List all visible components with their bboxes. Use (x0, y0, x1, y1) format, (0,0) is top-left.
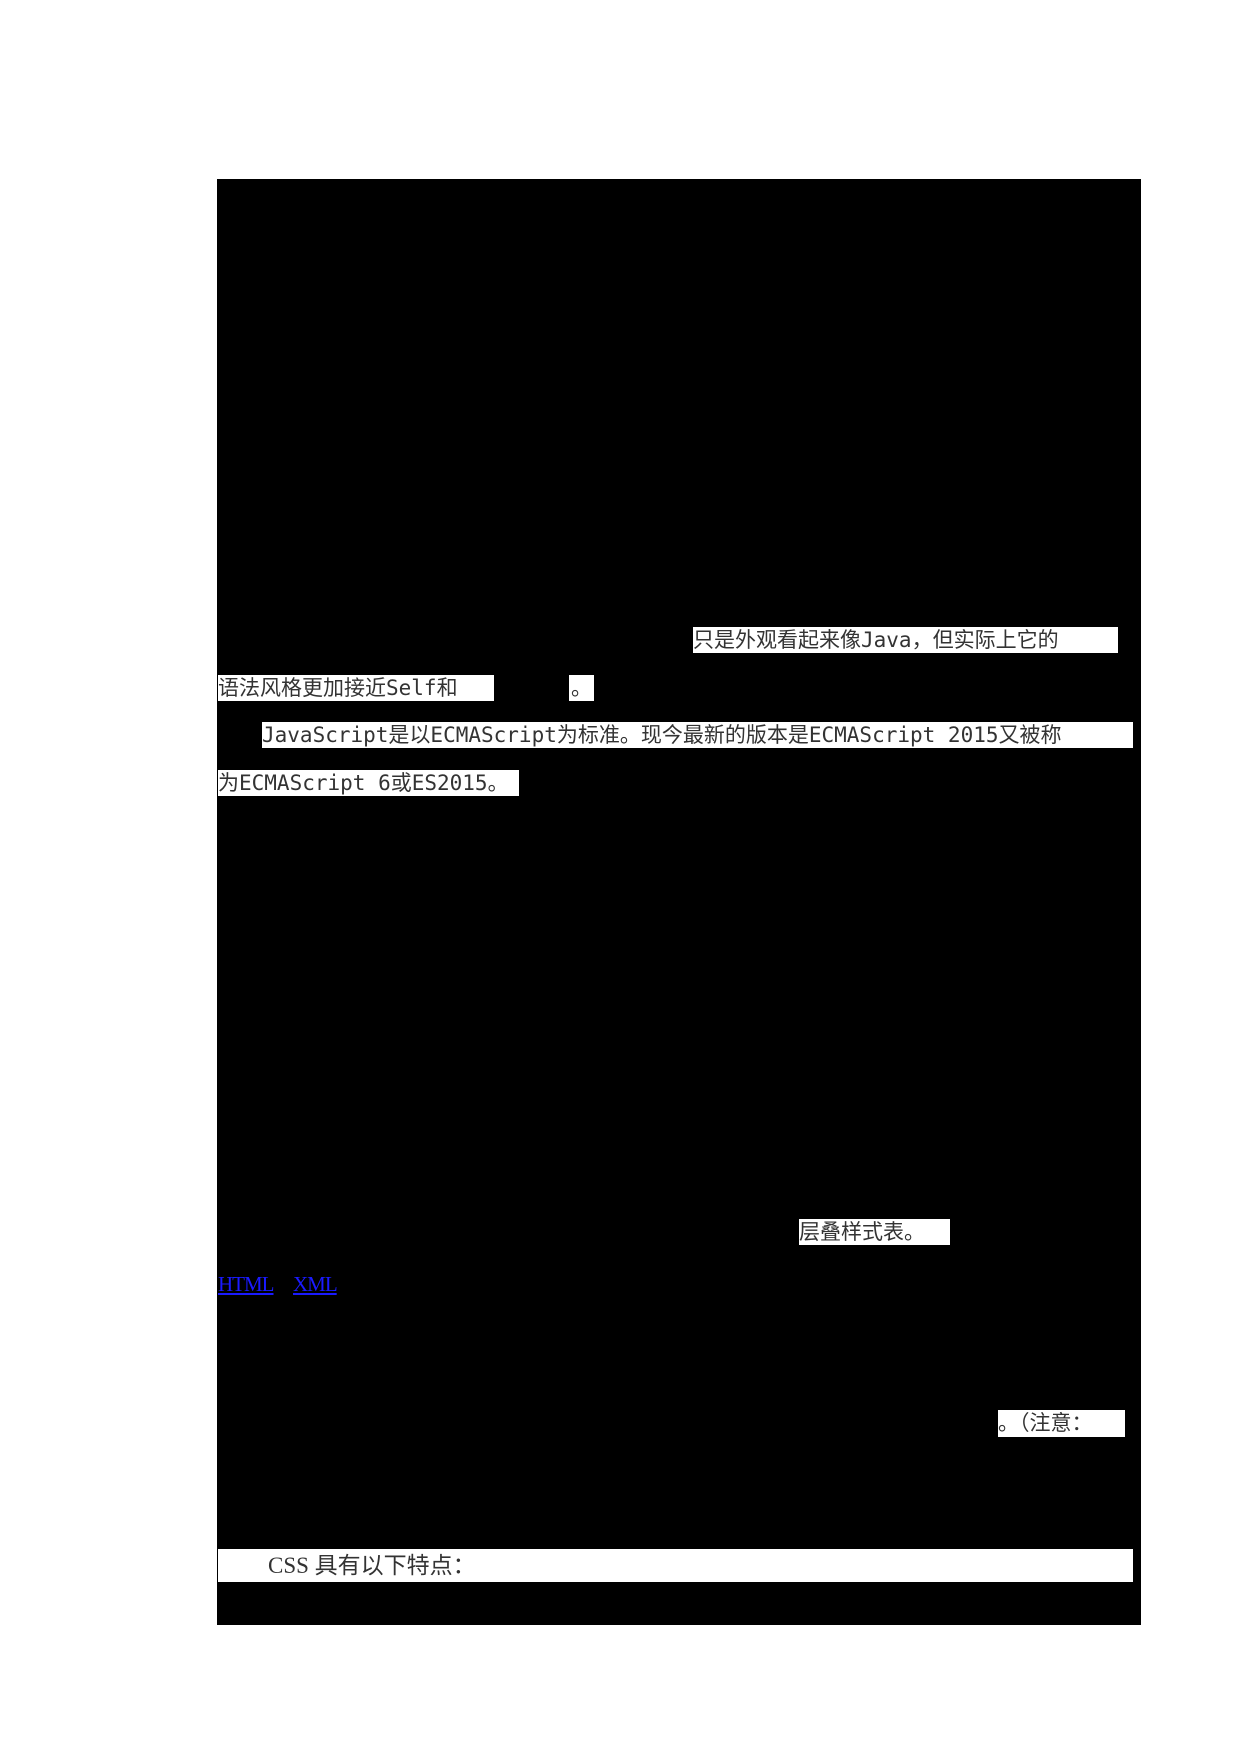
js-syntax-fragment-2: 语法风格更加接近Self和 (218, 675, 494, 701)
css-features-heading: CSS 具有以下特点： (268, 1553, 476, 1578)
css-intro-fragment-1: 层叠样式表。 (799, 1219, 950, 1245)
xml-link[interactable]: XML (293, 1272, 338, 1296)
js-standard-line-2: 为ECMAScript 6或ES2015。 (218, 770, 519, 796)
html-link[interactable]: HTML (218, 1272, 274, 1296)
redacted-content-block (217, 179, 1141, 1625)
js-syntax-fragment-1: 只是外观看起来像Java，但实际上它的 (693, 627, 1118, 653)
js-standard-line-1: JavaScript是以ECMAScript为标准。现今最新的版本是ECMASc… (262, 722, 1133, 748)
css-intro-fragment-2: 。（注意： (998, 1410, 1125, 1437)
js-syntax-fragment-3: 。 (569, 675, 594, 701)
css-features-heading-band: CSS 具有以下特点： (218, 1549, 1133, 1582)
